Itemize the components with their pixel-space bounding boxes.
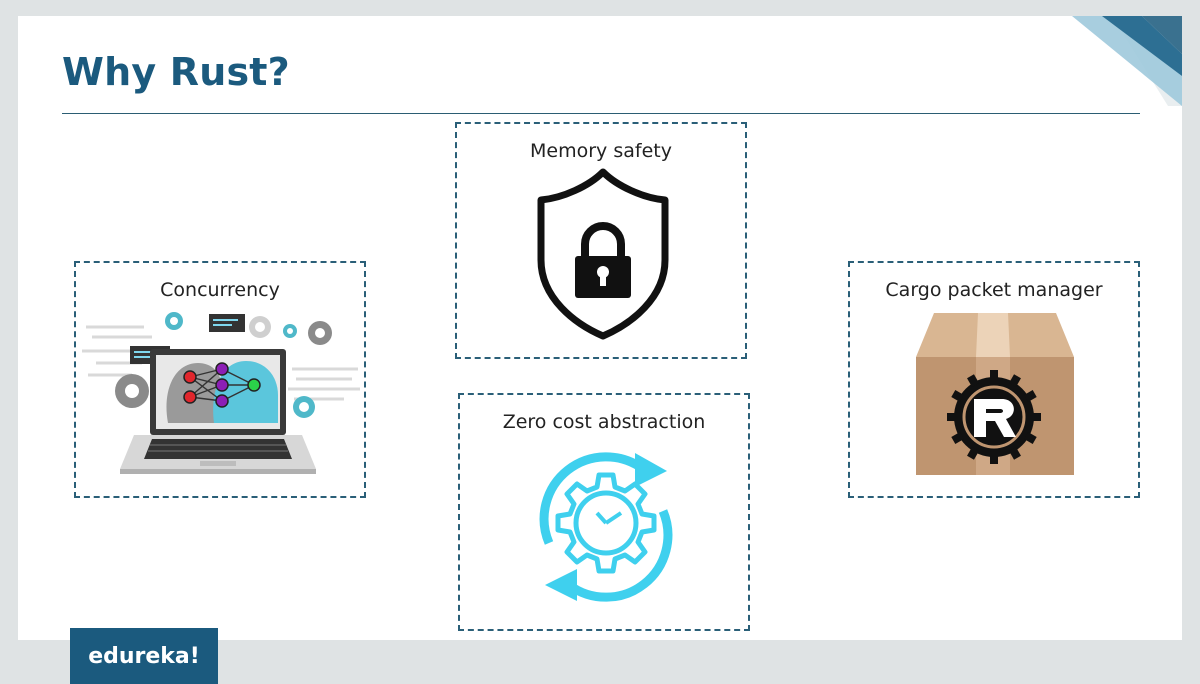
memory-safety-label: Memory safety xyxy=(530,140,672,162)
corner-decoration-icon xyxy=(1072,16,1182,106)
gear-clock-cycle-icon xyxy=(539,452,673,602)
ai-laptop-gears-icon xyxy=(82,312,360,474)
slide-title: Why Rust? xyxy=(62,50,290,94)
cargo-packet-manager-card: Cargo packet manager xyxy=(848,261,1140,498)
edureka-brand-badge: edureka! xyxy=(70,628,218,684)
concurrency-label: Concurrency xyxy=(160,279,280,301)
cargo-packet-manager-label: Cargo packet manager xyxy=(885,279,1103,301)
rust-logo-box-icon xyxy=(916,313,1074,475)
memory-safety-card: Memory safety xyxy=(455,122,747,359)
shield-lock-icon xyxy=(537,168,669,340)
concurrency-card: Concurrency xyxy=(74,261,366,498)
title-divider xyxy=(62,113,1140,114)
zero-cost-abstraction-card: Zero cost abstraction xyxy=(458,393,750,631)
slide: Why Rust? Concurrency xyxy=(18,16,1182,640)
zero-cost-abstraction-label: Zero cost abstraction xyxy=(502,411,706,433)
